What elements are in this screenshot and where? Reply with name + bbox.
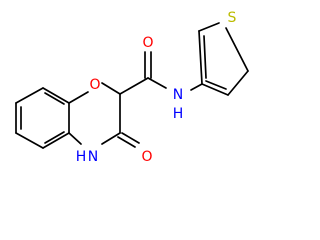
double-bond-inner [205, 80, 227, 90]
bond [42, 132, 70, 149]
lactam-nitrogen-label: N [88, 149, 98, 165]
oxazine-ring [68, 82, 140, 148]
double-bond-inner [44, 92, 65, 105]
bond [15, 87, 44, 104]
bond [201, 83, 229, 96]
bond [198, 30, 203, 85]
bond [227, 70, 249, 96]
benzene-ring [15, 87, 70, 149]
double-bond [117, 136, 136, 148]
bond [198, 22, 220, 32]
molecule-structure-drawing: O O O N H H N S [15, 10, 249, 165]
carboxamide-group [119, 51, 203, 95]
bond [68, 132, 82, 145]
thiophene-sulfur-label: S [228, 10, 237, 26]
thiophene-ring [198, 22, 249, 96]
amide-hydrogen-label: H [173, 106, 184, 122]
molecule-svg: O O O N H H N S [15, 10, 249, 165]
amide-oxygen-label: O [142, 35, 153, 51]
bond [147, 77, 167, 89]
double-bond-inner [203, 35, 207, 79]
ring-oxygen-label: O [89, 77, 100, 93]
bond [68, 91, 89, 104]
lactam-oxygen-label: O [141, 149, 152, 165]
bond [119, 77, 149, 95]
double-bond [121, 132, 140, 144]
bond [225, 27, 249, 72]
bond [101, 82, 121, 95]
bond [42, 87, 70, 104]
lactam-hydrogen-label: H [76, 149, 87, 165]
double-bond-inner [44, 131, 65, 144]
bond [101, 132, 121, 145]
bond [190, 83, 203, 91]
bond [15, 132, 44, 149]
amide-nitrogen-label: N [173, 87, 183, 103]
